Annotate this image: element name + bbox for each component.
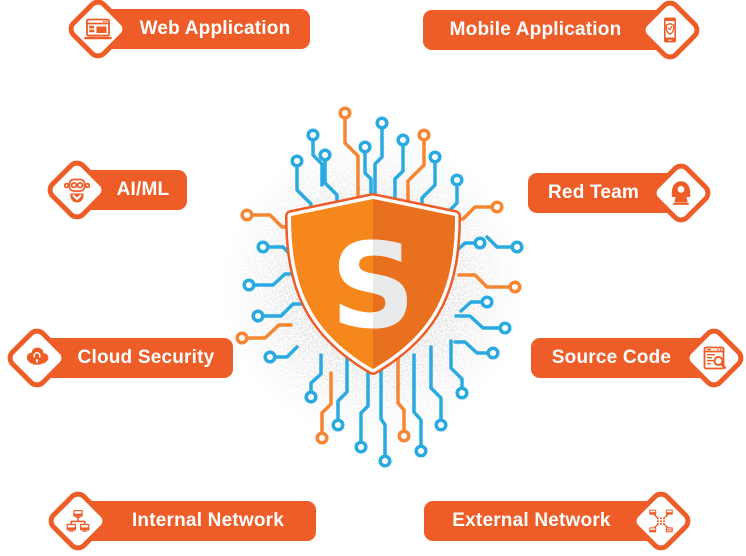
badge-external-network[interactable]: External Network: [424, 487, 695, 555]
badge-label: AI/ML: [116, 179, 170, 200]
banner: Red Team: [528, 173, 681, 213]
hacker-icon: [647, 159, 715, 227]
logo-letter-shaded: S: [331, 217, 416, 355]
shield-logo: S S: [285, 193, 461, 375]
mobile-shield-icon: [636, 0, 704, 64]
banner: Mobile Application: [423, 10, 670, 50]
banner: External Network: [424, 501, 661, 541]
lan-icon: [44, 487, 112, 555]
badge-label: Web Application: [139, 18, 291, 39]
badge-label: Mobile Application: [449, 19, 622, 40]
robot-icon: [43, 156, 111, 224]
badge-source-code[interactable]: Source Code: [531, 324, 746, 392]
banner: Internal Network: [78, 501, 316, 541]
badge-cloud-security[interactable]: Cloud Security: [3, 324, 233, 392]
badge-internal-network[interactable]: Internal Network: [44, 487, 316, 555]
browser-window-icon: [64, 0, 132, 63]
code-review-icon: [680, 324, 746, 392]
logo-letter: S: [331, 217, 416, 355]
badge-red-team[interactable]: Red Team: [528, 159, 715, 227]
badge-mobile-application[interactable]: Mobile Application: [423, 0, 704, 64]
circuit-traces: [235, 106, 524, 468]
badge-label: Internal Network: [131, 510, 285, 531]
cloud-lock-icon: [3, 324, 71, 392]
badge-label: External Network: [452, 510, 611, 531]
banner: Web Application: [98, 9, 310, 49]
badge-label: Source Code: [551, 347, 672, 368]
badge-label: Cloud Security: [77, 347, 215, 368]
badge-label: Red Team: [548, 182, 639, 203]
banner: Cloud Security: [37, 338, 233, 378]
wan-icon: [627, 487, 695, 555]
badge-web-application[interactable]: Web Application: [64, 0, 310, 63]
shield-circuit-graphic: S S: [225, 106, 525, 470]
badge-ai-ml[interactable]: AI/ML: [43, 156, 187, 224]
